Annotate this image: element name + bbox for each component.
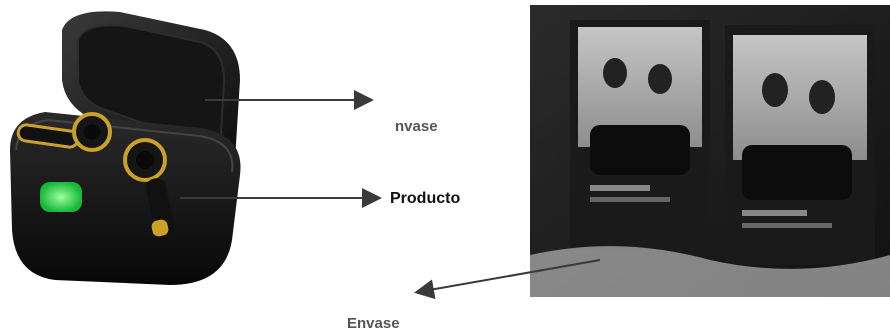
package-box-2: [725, 25, 875, 265]
packaging-photo: [530, 5, 890, 297]
arrow-from-packaging: [414, 259, 601, 300]
right-earbud-stem: [145, 178, 175, 236]
label-envase-bottom: Envase: [347, 315, 400, 332]
battery-led: [40, 182, 82, 212]
label-envase-top: nvase: [395, 118, 438, 135]
package-box-1: [570, 20, 710, 250]
earbuds-case-photo: [10, 11, 241, 285]
lid-inner: [77, 24, 226, 152]
case-base: [10, 112, 241, 285]
label-producto: Producto: [390, 190, 461, 207]
